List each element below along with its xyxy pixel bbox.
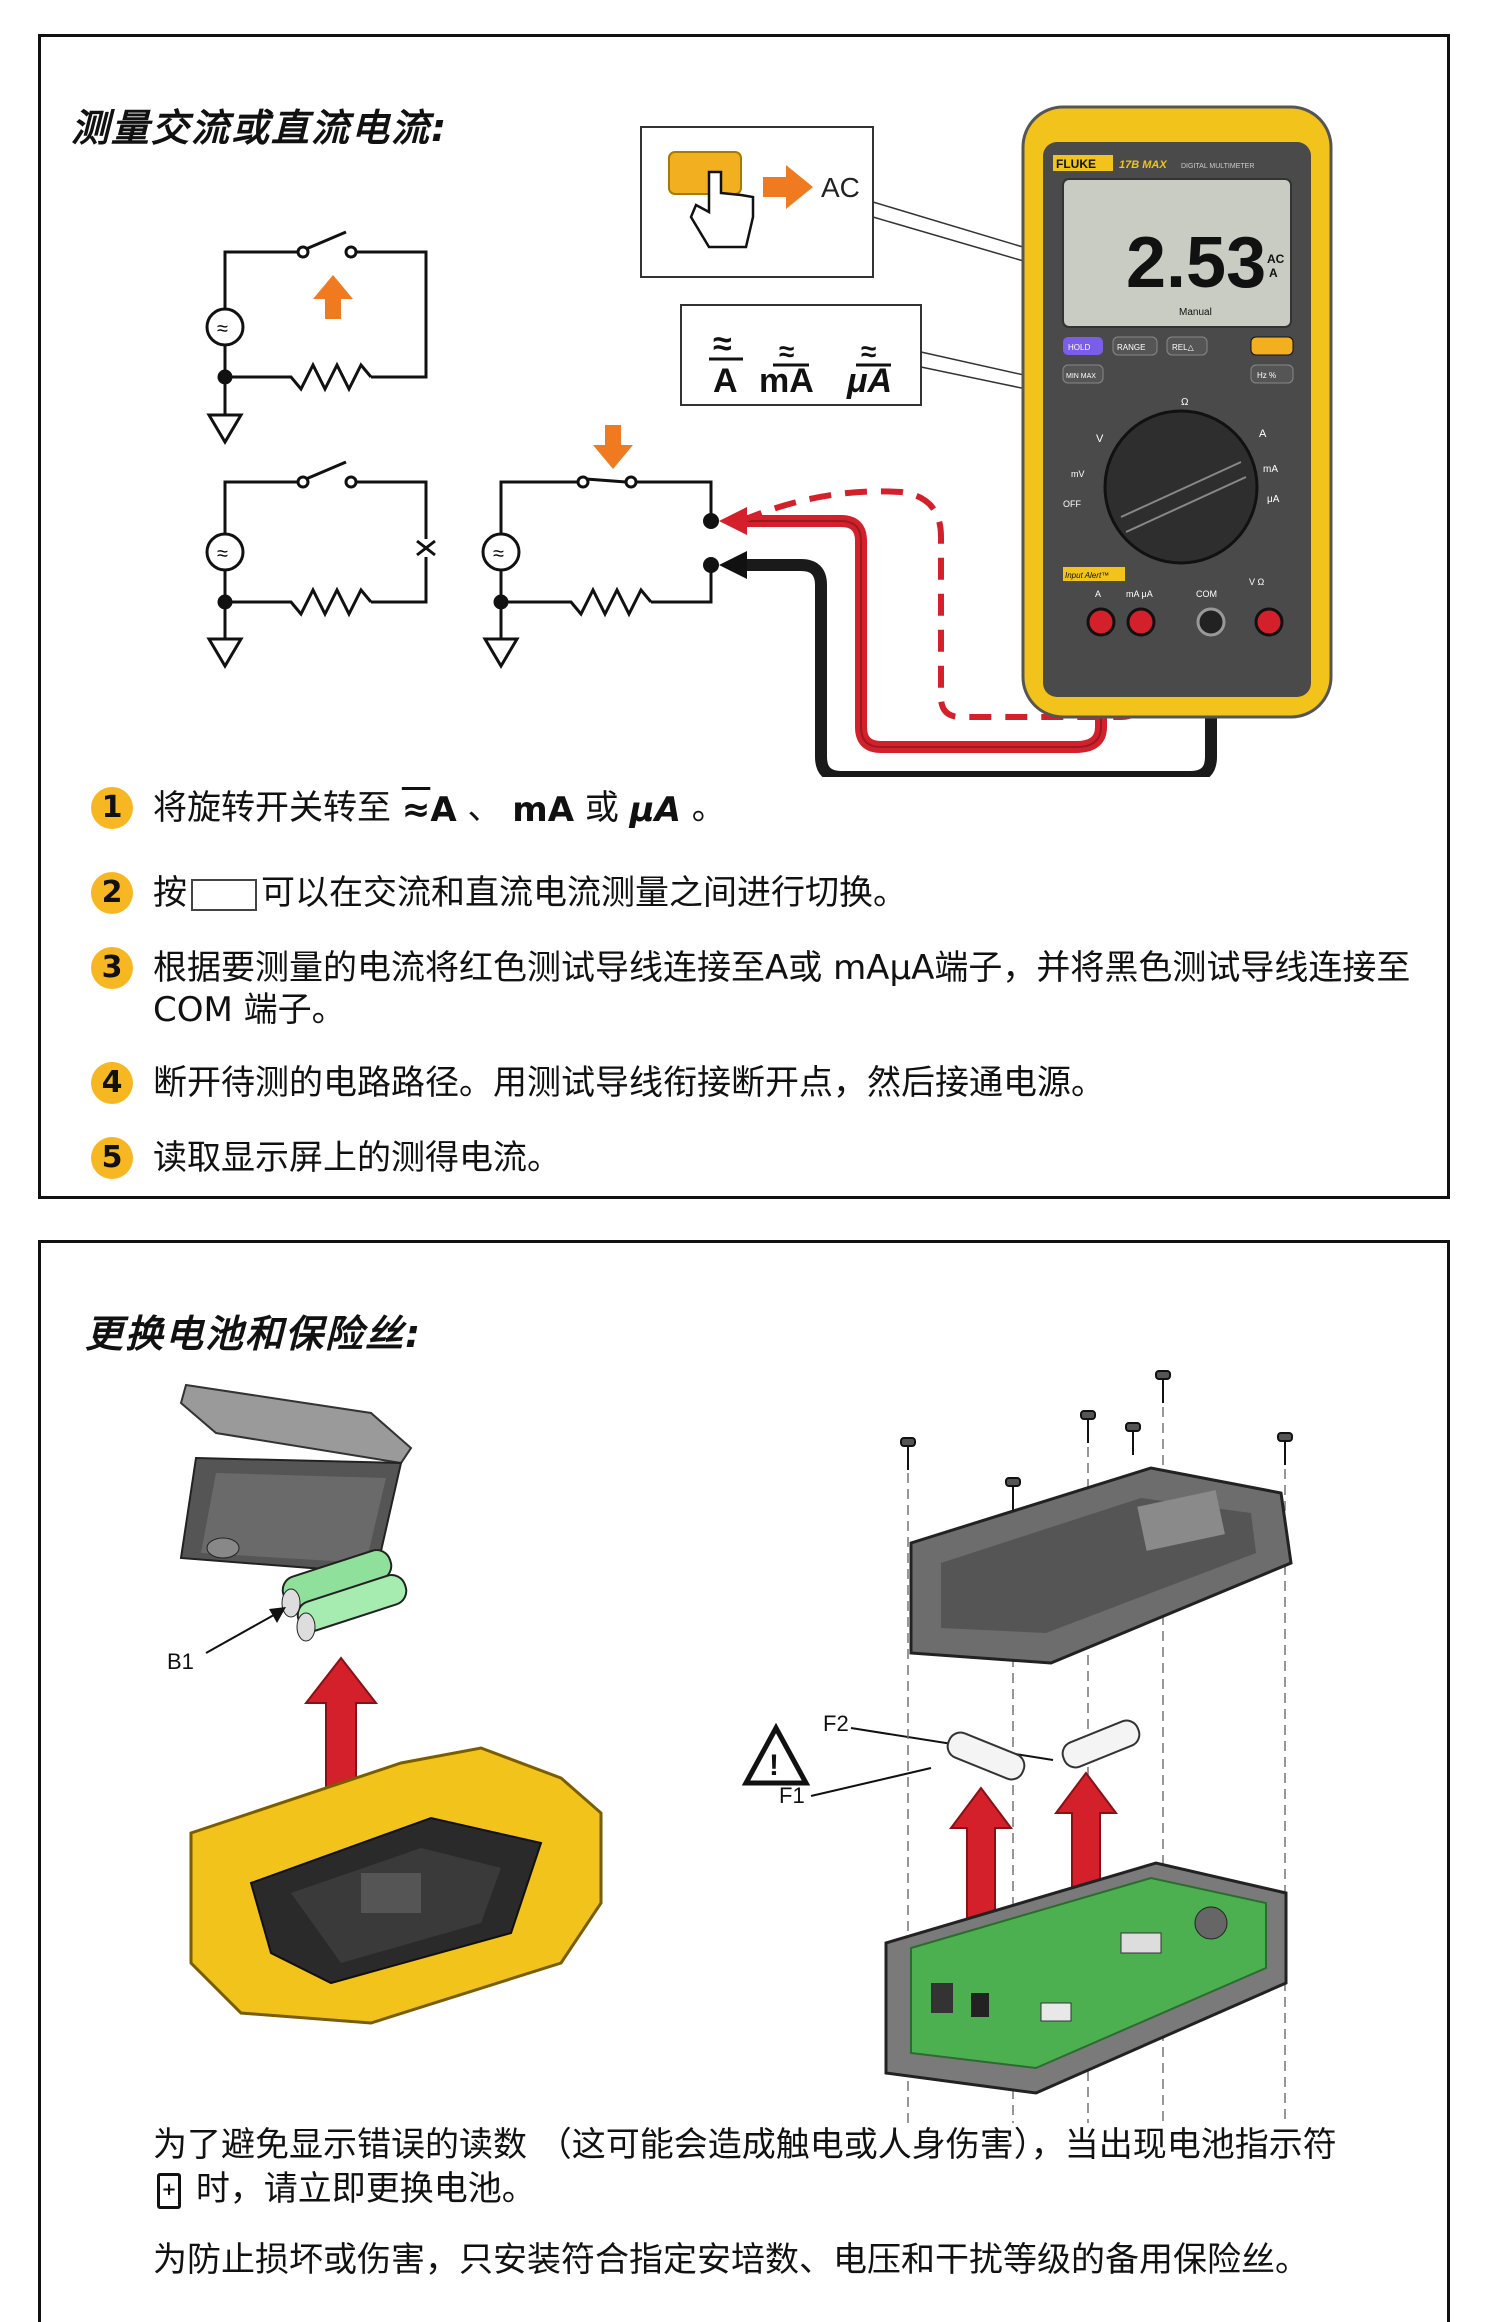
step-5: 5 读取显示屏上的测得电流。	[91, 1137, 1423, 1179]
meter-btn-hold: HOLD	[1068, 343, 1090, 352]
meter-rotary-dial	[1103, 409, 1259, 565]
range-symbol-ma: mA	[759, 362, 814, 400]
step-5-text: 读取显示屏上的测得电流。	[153, 1138, 561, 1178]
warning-icon	[741, 1722, 811, 1786]
battery-fuse-diagram: B1 ! F2 F1	[167, 1370, 1293, 2123]
step-2: 2 按 可以在交流和直流电流测量之间进行切换。	[91, 872, 1423, 914]
button-blank-icon	[191, 878, 257, 911]
circuit-closed	[205, 230, 428, 445]
battery-warning-note: 为了避免显示错误的读数 （这可能会造成触电或人身伤害），当出现电池指示符 + 时…	[153, 2123, 1353, 2211]
screws	[900, 1370, 1293, 1510]
terminal-label-com: COM	[1196, 589, 1217, 599]
circuit-opened	[205, 460, 436, 669]
range-symbol-ua: μA	[846, 362, 892, 400]
svg-text:!: !	[769, 1749, 779, 1782]
meter-btn-hz: Hz %	[1257, 371, 1276, 380]
dial-label-ua: μA	[1267, 494, 1280, 505]
meter-brand: FLUKE	[1056, 157, 1096, 171]
yellow-meter-case	[189, 1746, 603, 2025]
step-3: 3 根据要测量的电流将红色测试导线连接至A或 mAμA端子，并将黑色测试导线连接…	[91, 947, 1423, 1031]
svg-text:≈: ≈	[217, 543, 228, 565]
meter-unit-bottom: A	[1269, 266, 1278, 280]
dial-label-mv: mV	[1071, 469, 1085, 479]
section-title: 测量交流或直流电流:	[71, 106, 449, 150]
meter-display-value: 2.53	[1126, 223, 1266, 303]
symbol-a: ≈A	[401, 789, 457, 830]
svg-text:≈: ≈	[779, 336, 794, 367]
step-number: 4	[91, 1062, 133, 1104]
step-1-pre: 将旋转开关转至	[153, 788, 391, 828]
battery-door	[179, 1383, 413, 1575]
arrow-down-icon	[593, 425, 633, 469]
circuit-with-meter	[481, 475, 713, 669]
meter-lcd	[1062, 178, 1292, 328]
svg-text:≈: ≈	[861, 336, 876, 367]
step-number: 2	[91, 872, 133, 914]
meter-back-cover	[909, 1466, 1293, 1665]
section-title: 更换电池和保险丝:	[85, 1312, 423, 1356]
meter-model-sub: DIGITAL MULTIMETER	[1181, 163, 1254, 170]
step-3-text: 根据要测量的电流将红色测试导线连接至A或 mAμA端子，并将黑色测试导线连接至 …	[153, 948, 1411, 1030]
terminal-label-ma: mA μA	[1126, 589, 1153, 599]
dial-label-v: V	[1096, 433, 1104, 445]
range-symbol-a: A	[713, 362, 738, 400]
step-2-post: 可以在交流和直流电流测量之间进行切换。	[261, 873, 907, 913]
meter-input-alert: Input Alert™	[1065, 571, 1109, 580]
meter-unit-top: AC	[1267, 252, 1285, 266]
dial-label-a: A	[1259, 428, 1267, 440]
step-1-or: 或	[584, 788, 619, 828]
label-f2: F2	[823, 1711, 849, 1736]
step-1: 1 将旋转开关转至 ≈A 、 mA 或 μA 。	[91, 787, 1423, 831]
meter-display-mode: Manual	[1179, 307, 1212, 318]
label-f1: F1	[779, 1783, 805, 1808]
fuse-icon	[946, 1719, 1141, 1781]
black-lead	[741, 559, 1217, 777]
step-number: 5	[91, 1137, 133, 1179]
multimeter: FLUKE 17B MAX DIGITAL MULTIMETER 2.53 AC…	[1021, 105, 1333, 719]
circuit-board	[884, 1861, 1288, 2095]
svg-text:≈: ≈	[217, 318, 228, 340]
symbol-ma: mA	[512, 789, 575, 830]
arrow-right-icon	[763, 165, 813, 209]
terminal-label-a: A	[1095, 589, 1101, 599]
panel-measure-current: 测量交流或直流电流: ≈	[38, 34, 1450, 1199]
note1-pre: 为了避免显示错误的读数 （这可能会造成触电或人身伤害），当出现电池指示符	[153, 2125, 1337, 2165]
battery-icon	[281, 1549, 408, 1642]
symbol-ua: μA	[629, 789, 681, 830]
arrow-up-icon	[313, 275, 353, 319]
pointing-hand-icon	[689, 170, 755, 249]
svg-text:≈: ≈	[493, 543, 504, 565]
meter-btn-rel: REL△	[1172, 343, 1195, 352]
panel-replace-battery-fuse: 更换电池和保险丝: B1 ! F2	[38, 1240, 1450, 2322]
meter-model: 17B MAX	[1119, 159, 1167, 171]
step-number: 1	[91, 787, 133, 829]
dial-label-off: OFF	[1063, 499, 1081, 509]
step-1-sep: 、	[467, 788, 502, 828]
current-measurement-diagram: ≈ ≈	[205, 105, 1333, 777]
step-1-end: 。	[691, 788, 726, 828]
range-callout-box	[680, 304, 922, 406]
terminal-label-v: V Ω	[1249, 577, 1265, 587]
note1-post: 时，请立即更换电池。	[195, 2169, 536, 2209]
step-number: 3	[91, 947, 133, 989]
step-4-text: 断开待测的电路路径。用测试导线衔接断开点，然后接通电源。	[153, 1063, 1105, 1103]
dial-label-ohm: Ω	[1181, 397, 1189, 408]
fuse-warning-note: 为防止损坏或伤害，只安装符合指定安培数、电压和干扰等级的备用保险丝。	[153, 2240, 1309, 2280]
meter-btn-range: RANGE	[1117, 343, 1145, 352]
battery-indicator-icon: +	[157, 2172, 181, 2209]
red-lead-solid	[741, 515, 1107, 753]
ac-label: AC	[821, 172, 860, 203]
step-4: 4 断开待测的电路路径。用测试导线衔接断开点，然后接通电源。	[91, 1062, 1423, 1104]
svg-text:≈: ≈	[713, 325, 732, 363]
label-b1: B1	[167, 1649, 194, 1674]
step-2-pre: 按	[153, 873, 187, 913]
dial-label-ma: mA	[1263, 464, 1278, 475]
meter-btn-minmax: MIN MAX	[1066, 373, 1096, 380]
